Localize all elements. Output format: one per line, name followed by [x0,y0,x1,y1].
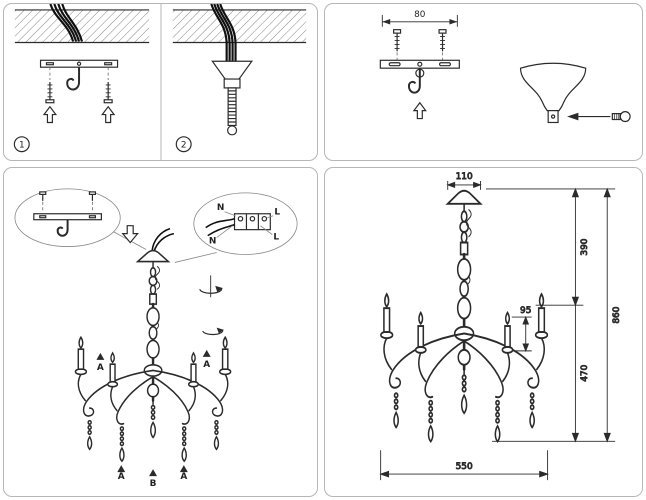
push-up-arrow-left [42,105,58,124]
hook-up-arrow [412,101,427,120]
dim-spread-width: 550 [379,450,549,481]
ceiling-hatch [14,9,150,44]
panel-dimensions: 110 390 470 860 [324,167,643,497]
zoom1-hook [56,219,69,237]
terminal-block [233,213,271,231]
panel-steps-1-2: 1 [3,3,318,161]
dim-upper-height: 390 [571,187,590,307]
dim-extension-lines [485,188,616,442]
svg-text:390: 390 [580,238,590,255]
mounting-screw-right [438,29,447,52]
dim-lower-height: 470 [571,305,590,443]
panel-bracket-parts: 80 [324,3,643,161]
terminal-label-n2: N [209,237,216,247]
canopy-side-view [519,62,587,124]
rotate-arrow-upper [199,275,223,298]
push-up-arrow-right [101,105,116,124]
pendant-mark-left: A [117,465,126,482]
pendant-mark-center: B [149,469,158,489]
eye-bolt [567,111,631,123]
step1-drawing: 1 [13,4,150,153]
svg-text:B: B [150,479,157,489]
bracket-hook [407,68,421,94]
ceiling-hatch-2 [172,9,307,44]
threaded-rod [227,87,238,136]
dim-total-height: 860 [603,187,623,443]
dim-candle-height: 95 [511,306,532,353]
svg-text:860: 860 [612,306,622,323]
rotate-arrow-lower [202,327,224,336]
mounting-plate [39,59,119,68]
svg-text:470: 470 [580,364,590,381]
dim-canopy-width: 110 [446,172,482,190]
alignment-dashes [49,67,109,81]
step2-number: 2 [181,141,187,151]
step2-badge: 2 [175,136,192,153]
slide-down-arrow [121,225,139,244]
pendant-mark-right: A [179,465,188,482]
terminal-label-n1: N [217,203,224,213]
zoom2-leader [174,252,217,263]
ceiling-wires-2 [210,4,237,68]
bracket-width-dimension: 80 [381,10,458,27]
terminal-wires [205,217,235,237]
mounting-screw-left [393,29,402,52]
step2-drawing: 2 [172,4,307,153]
svg-text:550: 550 [456,462,473,472]
svg-text:A: A [180,472,187,482]
svg-text:95: 95 [520,306,531,316]
step1-badge: 1 [13,136,30,153]
terminal-label-l1: L [274,208,280,218]
anchor-screw-right [103,82,113,104]
zoom-detail-plate [14,188,121,247]
step1-number: 1 [19,141,25,151]
terminal-label-l2: L [273,233,279,243]
supply-wires [151,227,175,252]
panel-assembly: N L N L [3,167,318,497]
canopy-funnel [211,60,253,89]
chandelier-dimension-drawing [379,189,550,444]
ceiling-wires [49,4,84,42]
bracket-plate [379,59,460,69]
dim-80-value: 80 [414,10,426,20]
candle-mark-left: A [96,352,105,373]
svg-text:A: A [203,360,210,370]
svg-text:A: A [118,472,125,482]
zoom-detail-terminal: N L N L [193,192,298,255]
anchor-screw-left [45,82,55,104]
svg-text:110: 110 [456,172,473,182]
svg-text:A: A [97,363,104,373]
ceiling-hook [66,67,81,91]
screw-alignment-dashes [396,52,443,61]
candle-mark-right: A [202,349,211,370]
